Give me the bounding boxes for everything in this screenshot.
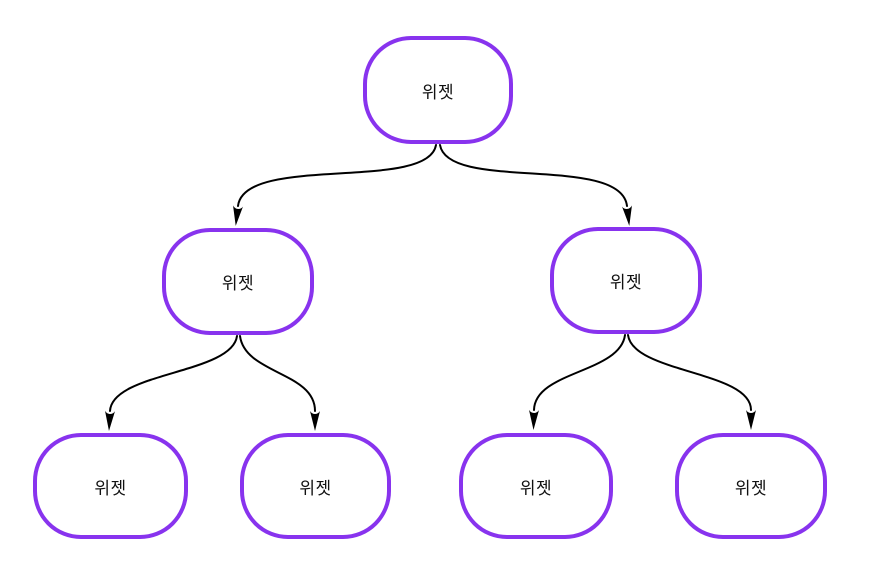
edge-child-right-to-leaf-3: [529, 334, 626, 430]
edge-child-left-to-leaf-2: [239, 335, 320, 431]
tree-node-child-right: 위젯: [550, 227, 702, 334]
edge-root-to-child-left: [233, 144, 437, 226]
tree-node-child-left: 위젯: [162, 228, 314, 335]
tree-node-label: 위젯: [421, 82, 455, 102]
tree-node-label: 위젯: [609, 273, 643, 292]
tree-node-leaf-4: 위젯: [675, 433, 827, 539]
tree-node-label: 위젯: [299, 478, 332, 498]
tree-node-label: 위젯: [221, 274, 255, 293]
tree-node-label: 위젯: [734, 478, 768, 498]
tree-node-leaf-2: 위젯: [240, 433, 391, 539]
edge-child-left-to-leaf-1: [105, 335, 238, 431]
tree-node-label: 위젯: [519, 478, 553, 498]
tree-node-root: 위젯: [363, 36, 513, 144]
edge-child-right-to-leaf-4: [627, 334, 756, 430]
tree-node-leaf-1: 위젯: [33, 433, 188, 539]
tree-node-label: 위젯: [94, 478, 127, 498]
edge-root-to-child-right: [439, 144, 632, 226]
tree-node-leaf-3: 위젯: [459, 433, 613, 539]
